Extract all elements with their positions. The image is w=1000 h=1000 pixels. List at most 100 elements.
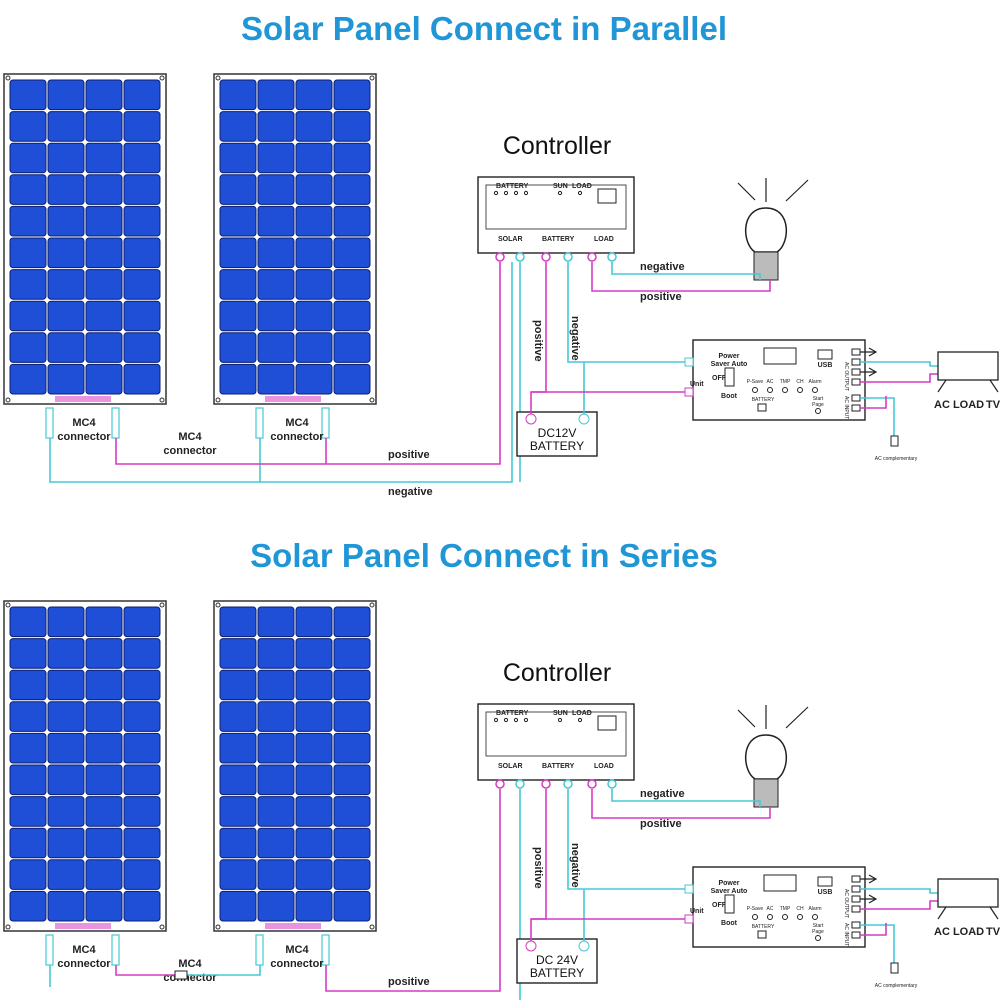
label-ac-load: AC LOAD	[934, 399, 984, 411]
controller-sun-label: SUN	[553, 710, 568, 717]
terminal-battery: BATTERY	[542, 236, 575, 243]
mc4-plug	[45, 934, 54, 966]
solar-cell	[219, 638, 257, 669]
label-vert-negative: negative	[569, 843, 581, 888]
wire-load-positive	[591, 262, 771, 292]
ac-out-arrow	[860, 367, 878, 377]
controller-title: Controller	[503, 132, 611, 160]
solar-cell	[9, 764, 47, 796]
wire-load-negative	[611, 789, 761, 807]
solar-cell	[123, 764, 161, 796]
inverter-battery-label: BATTERY	[752, 924, 775, 930]
inverter-ac-input: AC INPUT	[843, 923, 849, 946]
ac-socket	[851, 404, 861, 412]
solar-cell	[257, 669, 295, 701]
solar-cell	[219, 363, 257, 395]
solar-cell	[123, 859, 161, 890]
solar-cell	[85, 79, 123, 111]
tv-screen	[937, 878, 999, 908]
mount-hole	[5, 924, 11, 930]
solar-cell	[9, 237, 47, 269]
inverter-start-page: Page	[812, 402, 824, 408]
bulb-icon	[737, 178, 809, 281]
solar-cell	[47, 142, 85, 174]
mc4-plug	[111, 934, 120, 966]
solar-cell	[295, 142, 333, 174]
wire-load-negative	[611, 262, 761, 280]
indicator-led	[797, 914, 803, 920]
ac-socket	[851, 885, 861, 893]
parallel-section: Solar Panel Connect in ParallelMC4connec…	[3, 10, 1000, 498]
solar-cell	[85, 796, 123, 827]
inverter-power-saver: Saver Auto	[711, 361, 748, 368]
wire-ac-in-pos	[860, 923, 887, 936]
solar-cell	[219, 701, 257, 732]
screw-terminal	[495, 252, 505, 262]
inverter-battery-label: BATTERY	[752, 397, 775, 403]
solar-cell	[85, 606, 123, 638]
bulb-glass	[744, 207, 788, 253]
label-vert-positive: positive	[532, 847, 544, 889]
solar-cell	[85, 764, 123, 796]
indicator-led	[767, 914, 773, 920]
solar-cell	[219, 859, 257, 890]
screw-terminal	[563, 779, 573, 789]
solar-cell	[219, 732, 257, 764]
solar-cell	[295, 332, 333, 363]
mount-hole	[369, 75, 375, 81]
solar-cell	[219, 827, 257, 859]
solar-cell	[257, 269, 295, 300]
solar-cell	[257, 764, 295, 796]
label-tv: TV	[986, 399, 1000, 411]
wire-positive-main	[325, 789, 501, 992]
solar-cell	[295, 669, 333, 701]
solar-cell	[295, 300, 333, 332]
inverter-unit: Unit	[690, 908, 704, 915]
solar-cell	[47, 859, 85, 890]
solar-cell	[123, 638, 161, 669]
indicator-led	[752, 387, 758, 393]
ac-plug	[890, 435, 899, 447]
ac-socket	[851, 895, 861, 903]
solar-cell	[333, 859, 371, 890]
indicator-led	[767, 387, 773, 393]
usb-port	[817, 876, 833, 887]
inverter-usb: USB	[818, 889, 833, 896]
solar-cell	[123, 205, 161, 237]
solar-cell	[257, 79, 295, 111]
label-bulb-negative: negative	[640, 788, 685, 800]
inverter-indicator-label: AC	[767, 906, 774, 912]
solar-cell	[219, 332, 257, 363]
inverter-indicator-label: Alarm	[808, 906, 821, 912]
inverter-indicator-label: CH	[796, 379, 804, 385]
solar-cell	[123, 111, 161, 142]
solar-cell	[123, 79, 161, 111]
controller-load-label: LOAD	[572, 710, 592, 717]
solar-cell	[47, 205, 85, 237]
screw-terminal	[541, 779, 551, 789]
solar-cell	[219, 269, 257, 300]
solar-cell	[333, 363, 371, 395]
solar-cell	[9, 332, 47, 363]
start-button	[815, 935, 821, 941]
ac-socket	[851, 921, 861, 929]
inverter-ac-output: AC OUTPUT	[843, 362, 849, 391]
inverter-indicator-label: P-Save	[747, 906, 764, 912]
led	[493, 717, 499, 723]
inverter-ac-input: AC INPUT	[843, 396, 849, 419]
wire-positive-main	[115, 262, 501, 465]
solar-cell	[123, 142, 161, 174]
screw-terminal	[587, 779, 597, 789]
wire-ac-in	[860, 397, 895, 436]
solar-cell	[333, 701, 371, 732]
ac-socket	[851, 875, 861, 883]
solar-cell	[257, 827, 295, 859]
wire-ac-in	[860, 924, 895, 963]
solar-cell	[295, 111, 333, 142]
solar-cell	[123, 890, 161, 922]
indicator-led	[812, 914, 818, 920]
solar-cell	[257, 237, 295, 269]
battery-negative-terminal	[578, 940, 590, 952]
